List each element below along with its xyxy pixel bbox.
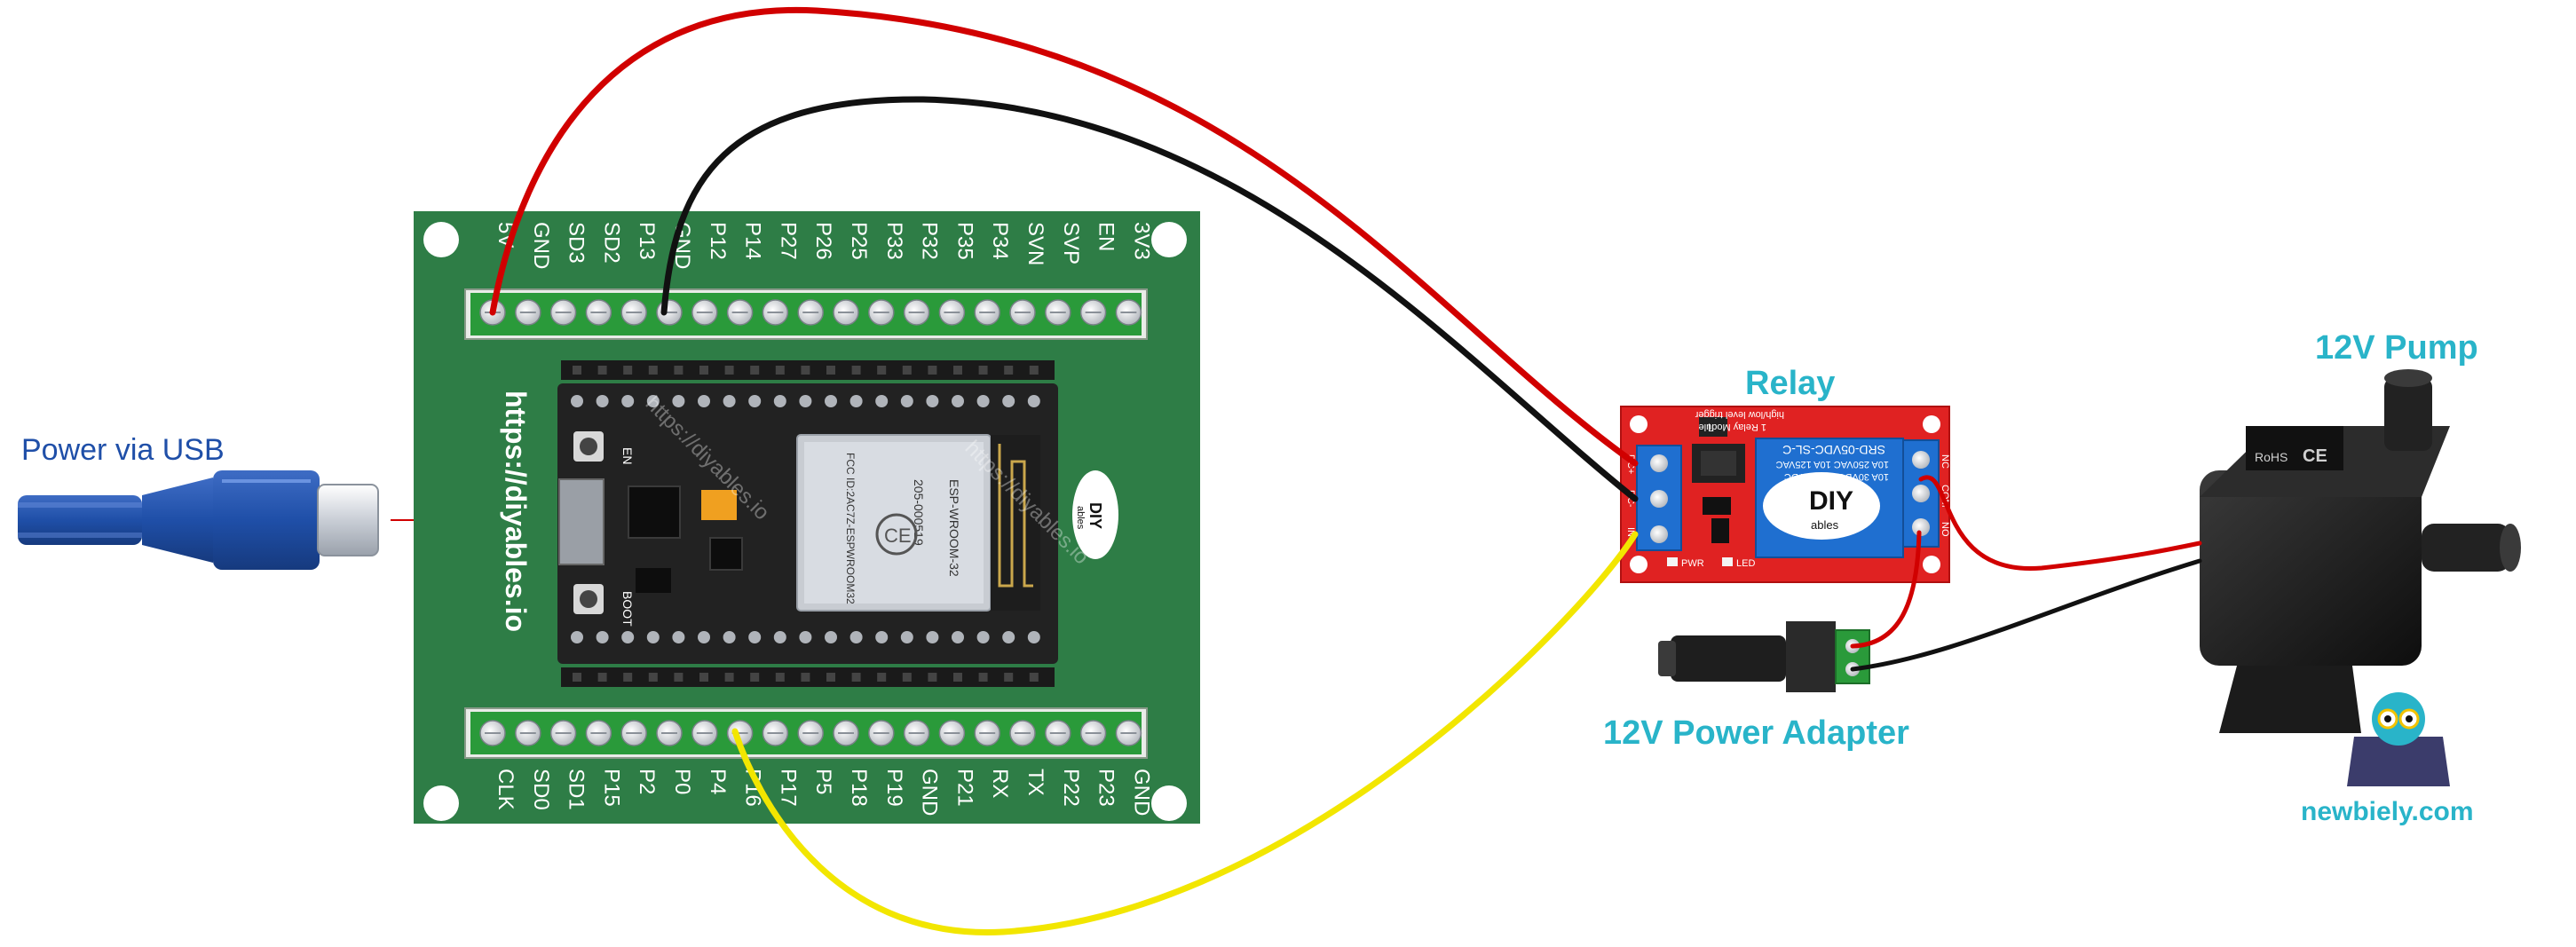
power-usb-label: Power via USB xyxy=(21,433,225,467)
brand-label: newbiely.com xyxy=(2301,797,2474,826)
module-name: ESP-WROOM-32 xyxy=(947,479,961,577)
boot-label: BOOT xyxy=(620,591,635,627)
ce-mark: CE xyxy=(2303,446,2327,466)
pump-label: 12V Pump xyxy=(2315,329,2478,367)
pin-label: CLK xyxy=(494,769,518,810)
pin-label: P17 xyxy=(776,769,800,807)
svg-text:NO: NO xyxy=(1940,522,1950,537)
wires xyxy=(489,6,2202,935)
pin-label: P33 xyxy=(882,222,906,260)
pin-label: P21 xyxy=(952,769,976,807)
pin-label: GND xyxy=(529,222,553,269)
pin-label: P32 xyxy=(918,222,942,260)
pin-label: P23 xyxy=(1094,769,1118,807)
newbiely-logo xyxy=(2347,692,2450,786)
pin-label: SVP xyxy=(1059,222,1083,264)
pin-label: SD0 xyxy=(529,769,553,810)
pin-label: P19 xyxy=(882,769,906,807)
board-url: https://diyables.io xyxy=(500,391,532,632)
svg-text:ables: ables xyxy=(1811,518,1839,532)
board-logo xyxy=(1072,470,1118,559)
pin-label: P0 xyxy=(670,769,694,794)
mount-hole xyxy=(1151,222,1187,257)
relay-label: Relay xyxy=(1745,365,1835,402)
pin-label: GND xyxy=(918,769,942,816)
en-label: EN xyxy=(620,447,635,464)
bottom-terminal-screws xyxy=(479,720,1142,746)
pin-label: P35 xyxy=(952,222,976,260)
pin-label: EN xyxy=(1094,222,1118,251)
pin-label: P15 xyxy=(599,769,623,807)
adapter-label: 12V Power Adapter xyxy=(1603,714,1909,752)
pin-label: P13 xyxy=(635,222,659,260)
module-fcc: FCC ID:2AC7Z-ESPWROOM32 xyxy=(844,453,857,604)
pin-label: P26 xyxy=(811,222,835,260)
wire-gnd-black xyxy=(660,96,1639,502)
power-adapter xyxy=(1658,621,1870,692)
pin-label: P18 xyxy=(847,769,871,807)
pin-label: RX xyxy=(988,769,1012,798)
pump: CE RoHS xyxy=(2200,369,2521,733)
relay-logo xyxy=(1763,472,1880,540)
svg-text:LED: LED xyxy=(1736,558,1755,569)
rohs-mark: RoHS xyxy=(2255,450,2288,464)
svg-text:IN: IN xyxy=(1625,527,1636,537)
pin-label: SD2 xyxy=(599,222,623,264)
svg-text:L: L xyxy=(1708,422,1714,434)
svg-text:high/low level trigger: high/low level trigger xyxy=(1695,409,1784,420)
svg-text:NC: NC xyxy=(1940,454,1950,469)
relay-module: DC+ DC- IN L SRD-05VDC-SL-C 10A 250VAC 1… xyxy=(1620,406,1950,583)
svg-text:ables: ables xyxy=(1075,506,1086,530)
pin-label: SD1 xyxy=(565,769,589,810)
module-code: 205-000519 xyxy=(912,479,926,546)
pin-label: SVN xyxy=(1023,222,1047,265)
pin-label: 3V3 xyxy=(1129,222,1153,260)
pin-label: P27 xyxy=(776,222,800,260)
svg-text:PWR: PWR xyxy=(1681,558,1704,569)
wire-pump-red xyxy=(1918,475,2202,571)
svg-text:1 Relay Module: 1 Relay Module xyxy=(1699,422,1766,432)
pin-label: P22 xyxy=(1059,769,1083,807)
wire-adapter-red xyxy=(1850,530,1922,649)
pin-label: GND xyxy=(1129,769,1153,816)
wire-signal-yellow xyxy=(731,531,1639,935)
svg-text:SRD-05VDC-SL-C: SRD-05VDC-SL-C xyxy=(1782,443,1885,457)
pin-label: P5 xyxy=(811,769,835,794)
svg-text:DIY: DIY xyxy=(1087,502,1104,529)
pin-label: P2 xyxy=(635,769,659,794)
pin-label: P14 xyxy=(741,222,765,260)
wire-5v-red xyxy=(489,6,1639,467)
svg-text:10A 250VAC 10A 125VAC: 10A 250VAC 10A 125VAC xyxy=(1776,459,1889,470)
mount-hole xyxy=(423,785,459,821)
wire-pump-black xyxy=(1850,558,2202,672)
top-terminal-screws xyxy=(479,299,1142,326)
pin-label: P25 xyxy=(847,222,871,260)
svg-text:DIY: DIY xyxy=(1809,486,1853,516)
svg-text:CE: CE xyxy=(884,525,912,547)
pin-label: P34 xyxy=(988,222,1012,260)
pin-label: SD3 xyxy=(565,222,589,264)
usb-cable xyxy=(18,470,433,570)
mount-hole xyxy=(423,222,459,257)
pin-label: P4 xyxy=(706,769,730,794)
mount-hole xyxy=(1151,785,1187,821)
pin-label: P12 xyxy=(706,222,730,260)
pin-label: TX xyxy=(1023,769,1047,796)
